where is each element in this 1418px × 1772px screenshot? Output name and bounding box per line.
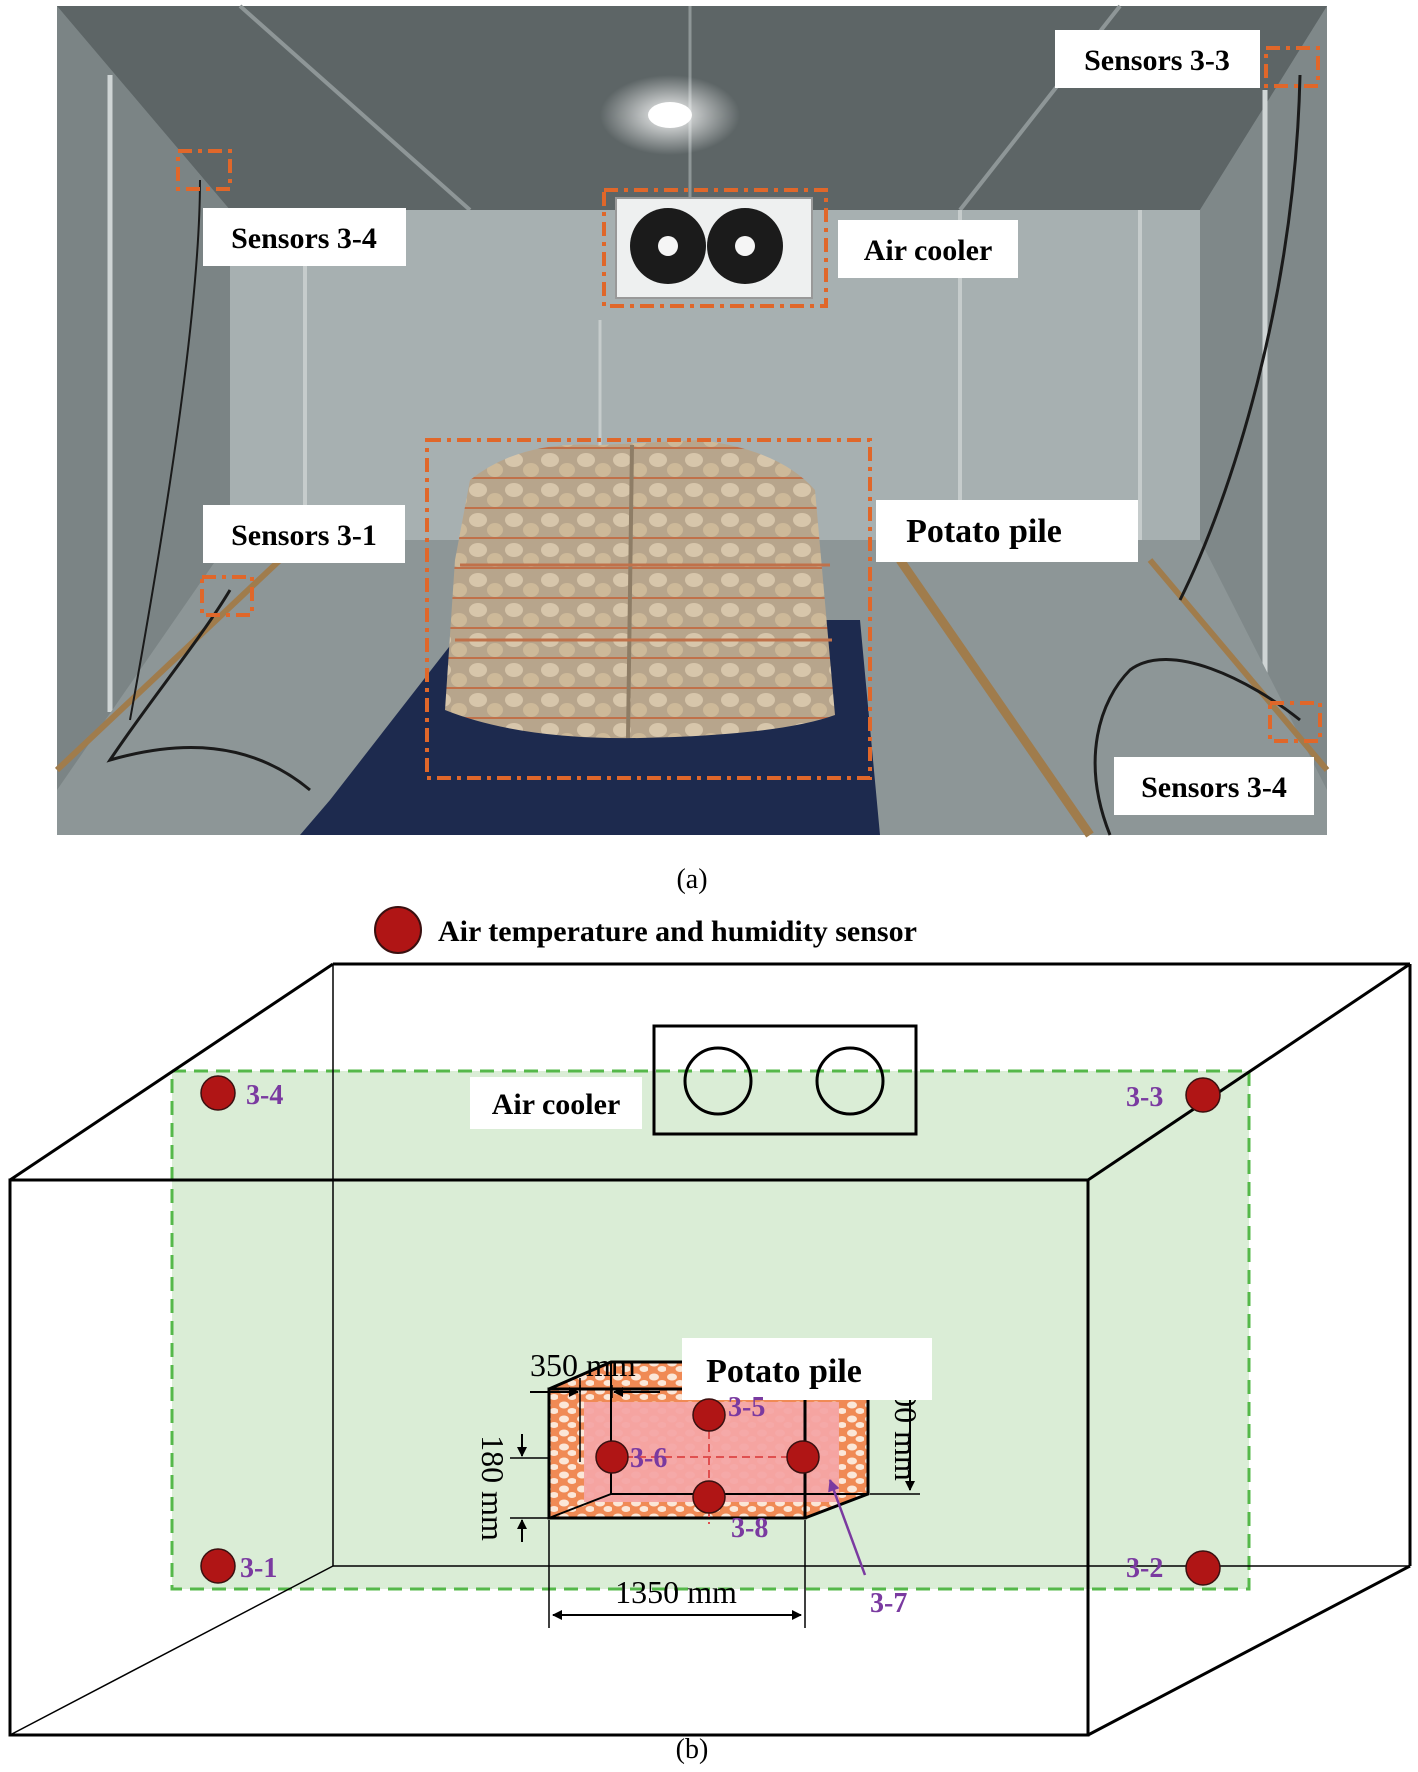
sensor-label: 3-5 [728, 1392, 765, 1423]
label-box [876, 500, 1138, 562]
ceiling-seam [238, 4, 472, 212]
label-box [203, 505, 405, 563]
sensor-dot [1185, 1077, 1221, 1113]
sensor-dot [786, 1440, 820, 1474]
floor-strip [896, 557, 1094, 838]
sensor-3-6: 3-6 [595, 1440, 667, 1474]
sensor-label: 3-1 [240, 1553, 277, 1584]
sensor-label: 3-3 [1126, 1082, 1163, 1113]
label-box [1114, 757, 1314, 815]
label-potato-pile-b: Potato pile [706, 1353, 862, 1390]
sensor-dot [692, 1398, 726, 1432]
floor-strip [1147, 558, 1330, 772]
label-air-cooler-b: Air cooler [492, 1088, 621, 1121]
sensor-3-8: 3-8 [692, 1480, 768, 1544]
sensor-cable [129, 179, 201, 721]
sensor-dot [1185, 1550, 1221, 1586]
sensor-cable [1178, 74, 1302, 601]
sensor-label: 3-6 [630, 1443, 667, 1474]
label-box [470, 1077, 642, 1129]
ceiling-lamp [648, 102, 692, 128]
legend-sensor-icon [374, 906, 422, 954]
label-potato-pile: Potato pile [906, 513, 1062, 550]
sensor-3-5: 3-5 [692, 1392, 765, 1432]
sensor-3-3: 3-3 [1126, 1077, 1221, 1113]
sensor-dot [595, 1440, 629, 1474]
label-box [838, 220, 1018, 278]
sensor-label: 3-4 [246, 1080, 283, 1111]
fan-hub [658, 236, 678, 256]
sensor-marker-box-3-4-bottom [1268, 701, 1322, 743]
air-cooler-marker-box [602, 188, 828, 308]
sensor-marker-box-3-3 [1264, 46, 1320, 88]
sensor-label: 3-7 [870, 1588, 907, 1619]
label-air-cooler: Air cooler [864, 234, 993, 267]
label-box [203, 208, 406, 266]
sensor-dot [692, 1480, 726, 1514]
sensor-dot [200, 1075, 236, 1111]
sensor-3-7: 3-7 [786, 1440, 907, 1619]
potato-pile-box [547, 1360, 870, 1524]
dim-180-label: 180 mm [475, 1435, 511, 1541]
floor-strip [54, 557, 283, 773]
caption-a: (a) [676, 864, 707, 895]
room-box [8, 962, 1412, 1737]
label-sensors-3-4-top: Sensors 3-4 [231, 222, 377, 255]
measurement-plane-border [170, 1069, 1251, 1591]
sensor-cable [106, 589, 311, 792]
sensor-label: 3-2 [1126, 1553, 1163, 1584]
sensor-3-2: 3-2 [1126, 1550, 1221, 1586]
sensor-dot [200, 1548, 236, 1584]
sensor-marker-box-3-1 [200, 575, 254, 617]
left-wall [57, 6, 230, 790]
air-cooler-fan-icon [683, 1046, 753, 1116]
sensor-marker-box-3-4-top [176, 149, 232, 191]
label-box [682, 1338, 932, 1400]
label-box [1055, 30, 1260, 88]
panel-a-photo: Sensors 3-3 Sensors 3-4 Air cooler Senso… [54, 4, 1330, 838]
label-sensors-3-3: Sensors 3-3 [1084, 44, 1230, 77]
sensor-cable [1093, 658, 1301, 836]
sensor-3-4: 3-4 [200, 1075, 283, 1111]
potato-pile-photo [445, 440, 835, 739]
sensor-3-7-pointer [828, 1479, 867, 1576]
dim-1350-label: 1350 mm [615, 1574, 737, 1610]
sensor-3-1: 3-1 [200, 1548, 277, 1584]
sensor-label: 3-8 [731, 1513, 768, 1544]
label-sensors-3-1: Sensors 3-1 [231, 519, 377, 552]
potato-pile-marker-box [425, 438, 872, 780]
legend-text: Air temperature and humidity sensor [438, 915, 917, 948]
air-cooler-box [652, 1024, 918, 1136]
caption-b: (b) [676, 1734, 709, 1765]
panel-b-diagram: Air temperature and humidity sensor Air … [8, 906, 1412, 1737]
air-cooler-fan-icon [815, 1046, 885, 1116]
label-sensors-3-4-bottom: Sensors 3-4 [1141, 771, 1287, 804]
dim-350-label: 350 mm [530, 1347, 636, 1383]
fan-hub [735, 236, 755, 256]
